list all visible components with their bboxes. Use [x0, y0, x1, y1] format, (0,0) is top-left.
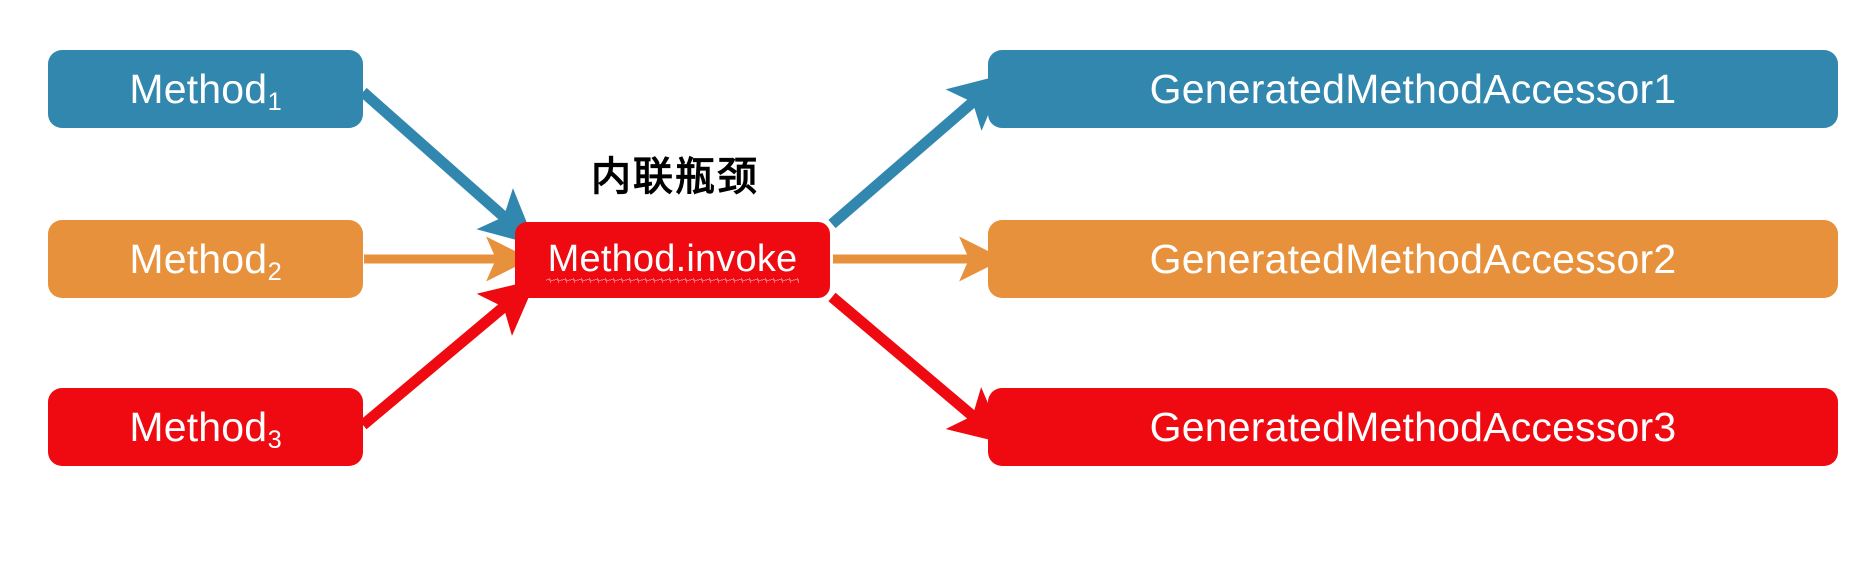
node-generated-method-accessor-1-label: GeneratedMethodAccessor1 [1149, 65, 1677, 112]
inline-bottleneck-annotation: 内联瓶颈 [591, 154, 759, 200]
node-method-1-label: Method1 [129, 65, 282, 117]
edge-method3-to-invoke [359, 279, 537, 430]
node-generated-method-accessor-2[interactable]: GeneratedMethodAccessor2 [988, 220, 1838, 298]
node-generated-method-accessor-2-label: GeneratedMethodAccessor2 [1149, 235, 1677, 282]
node-method-3-label: Method3 [129, 403, 282, 455]
node-generated-method-accessor-3[interactable]: GeneratedMethodAccessor3 [988, 388, 1838, 466]
node-method-invoke-label: Method.invoke [545, 238, 800, 283]
node-method-1-subscript: 1 [267, 88, 282, 117]
edge-invoke-to-accessor1 [828, 74, 1006, 229]
node-method-invoke[interactable]: Method.invoke [515, 222, 830, 298]
node-generated-method-accessor-3-label: GeneratedMethodAccessor3 [1149, 403, 1677, 450]
node-generated-method-accessor-1[interactable]: GeneratedMethodAccessor1 [988, 50, 1838, 128]
node-method-3-subscript: 3 [267, 426, 282, 455]
node-method-1[interactable]: Method1 [48, 50, 363, 128]
node-method-2-subscript: 2 [267, 258, 282, 287]
node-method-3[interactable]: Method3 [48, 388, 363, 466]
edge-invoke-to-accessor3 [828, 292, 1006, 444]
node-method-2[interactable]: Method2 [48, 220, 363, 298]
node-method-2-label: Method2 [129, 235, 282, 287]
edge-method1-to-invoke [359, 87, 536, 246]
